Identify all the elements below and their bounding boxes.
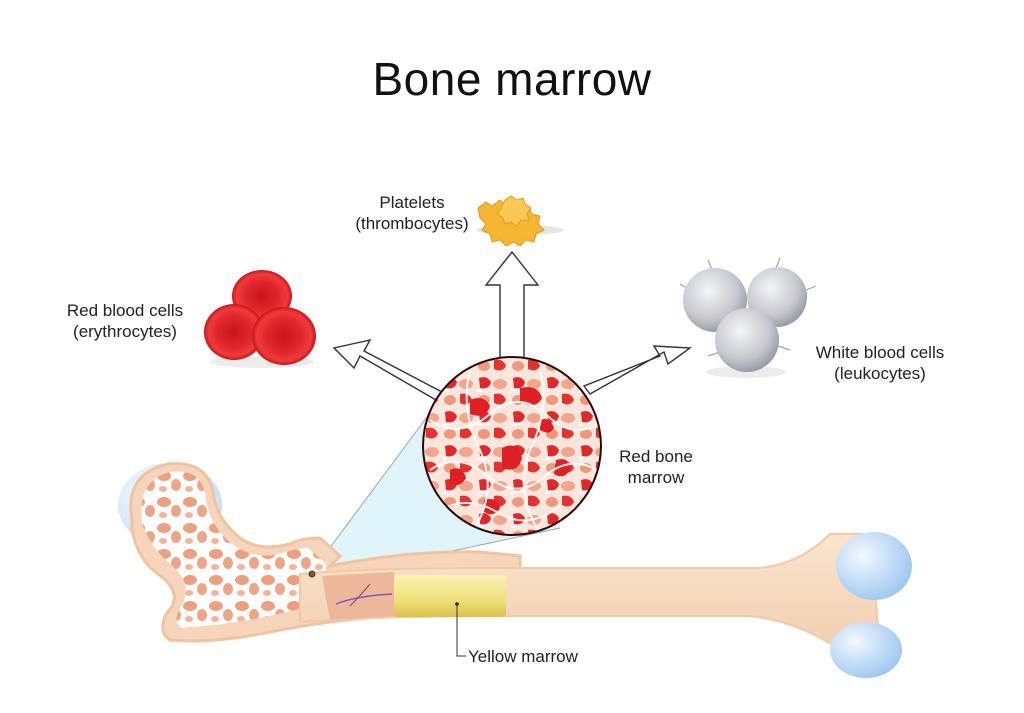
platelets-label: Platelets (thrombocytes)	[344, 192, 480, 234]
yellow-marrow-region	[394, 575, 506, 617]
rbc-label-line1: Red blood cells	[66, 301, 184, 320]
yellow-marrow-leader	[456, 604, 466, 657]
femur-bone	[118, 462, 912, 678]
rbc-label-line2: (erythrocytes)	[73, 322, 177, 341]
arrow-left-rbc	[332, 338, 444, 401]
red-bone-marrow-magnified	[422, 356, 602, 536]
platelets-label-line2: (thrombocytes)	[355, 214, 469, 233]
diagram-title: Bone marrow	[372, 53, 652, 105]
arrows	[332, 250, 693, 401]
platelets-illustration	[476, 195, 564, 247]
white-blood-cells-label: White blood cells (leukocytes)	[800, 342, 960, 384]
red-blood-cells-illustration	[204, 270, 316, 368]
red-bone-marrow-line2: marrow	[627, 468, 685, 487]
red-bone-marrow-label: Red bone marrow	[608, 446, 704, 488]
red-blood-cells-label: Red blood cells (erythrocytes)	[52, 300, 198, 342]
yellow-marrow-label: Yellow marrow	[468, 646, 578, 667]
arrow-right-wbc	[582, 345, 693, 395]
wbc-label-line2: (leukocytes)	[834, 364, 926, 383]
white-blood-cells-illustration	[679, 257, 817, 378]
yellow-marrow-text: Yellow marrow	[468, 647, 578, 666]
wbc-label-line1: White blood cells	[815, 343, 945, 362]
platelets-label-line1: Platelets	[379, 193, 445, 212]
red-bone-marrow-line1: Red bone	[619, 447, 693, 466]
